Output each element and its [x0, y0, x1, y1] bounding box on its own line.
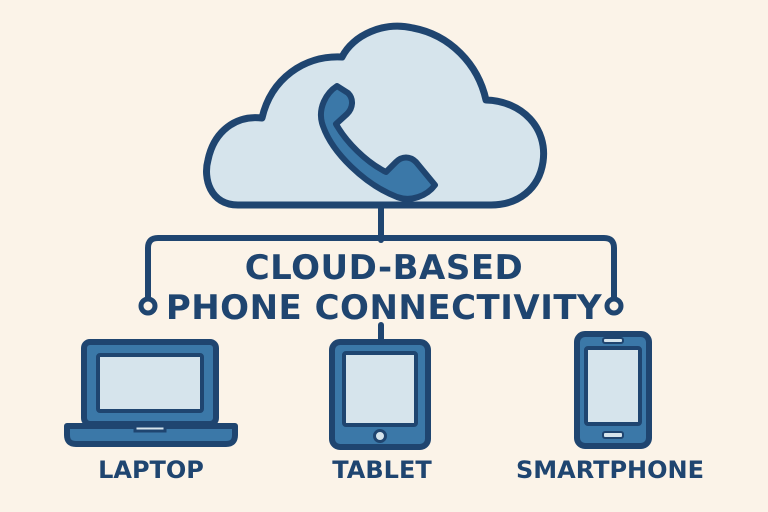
diagram-title-line-1: CLOUD-BASED — [244, 248, 524, 288]
cloud-icon — [203, 22, 548, 209]
device-label-tablet: TABLET — [332, 456, 432, 484]
connector-dots — [138, 296, 624, 316]
phone-icon — [318, 83, 438, 202]
tablet-icon — [329, 339, 431, 450]
connector-lines — [145, 202, 617, 342]
smartphone-icon — [574, 331, 652, 449]
device-label-laptop: LAPTOP — [98, 456, 204, 484]
device-label-smartphone: SMARTPHONE — [515, 456, 705, 484]
laptop-icon — [64, 339, 238, 447]
diagram-title-line-2: PHONE CONNECTIVITY — [165, 288, 603, 328]
